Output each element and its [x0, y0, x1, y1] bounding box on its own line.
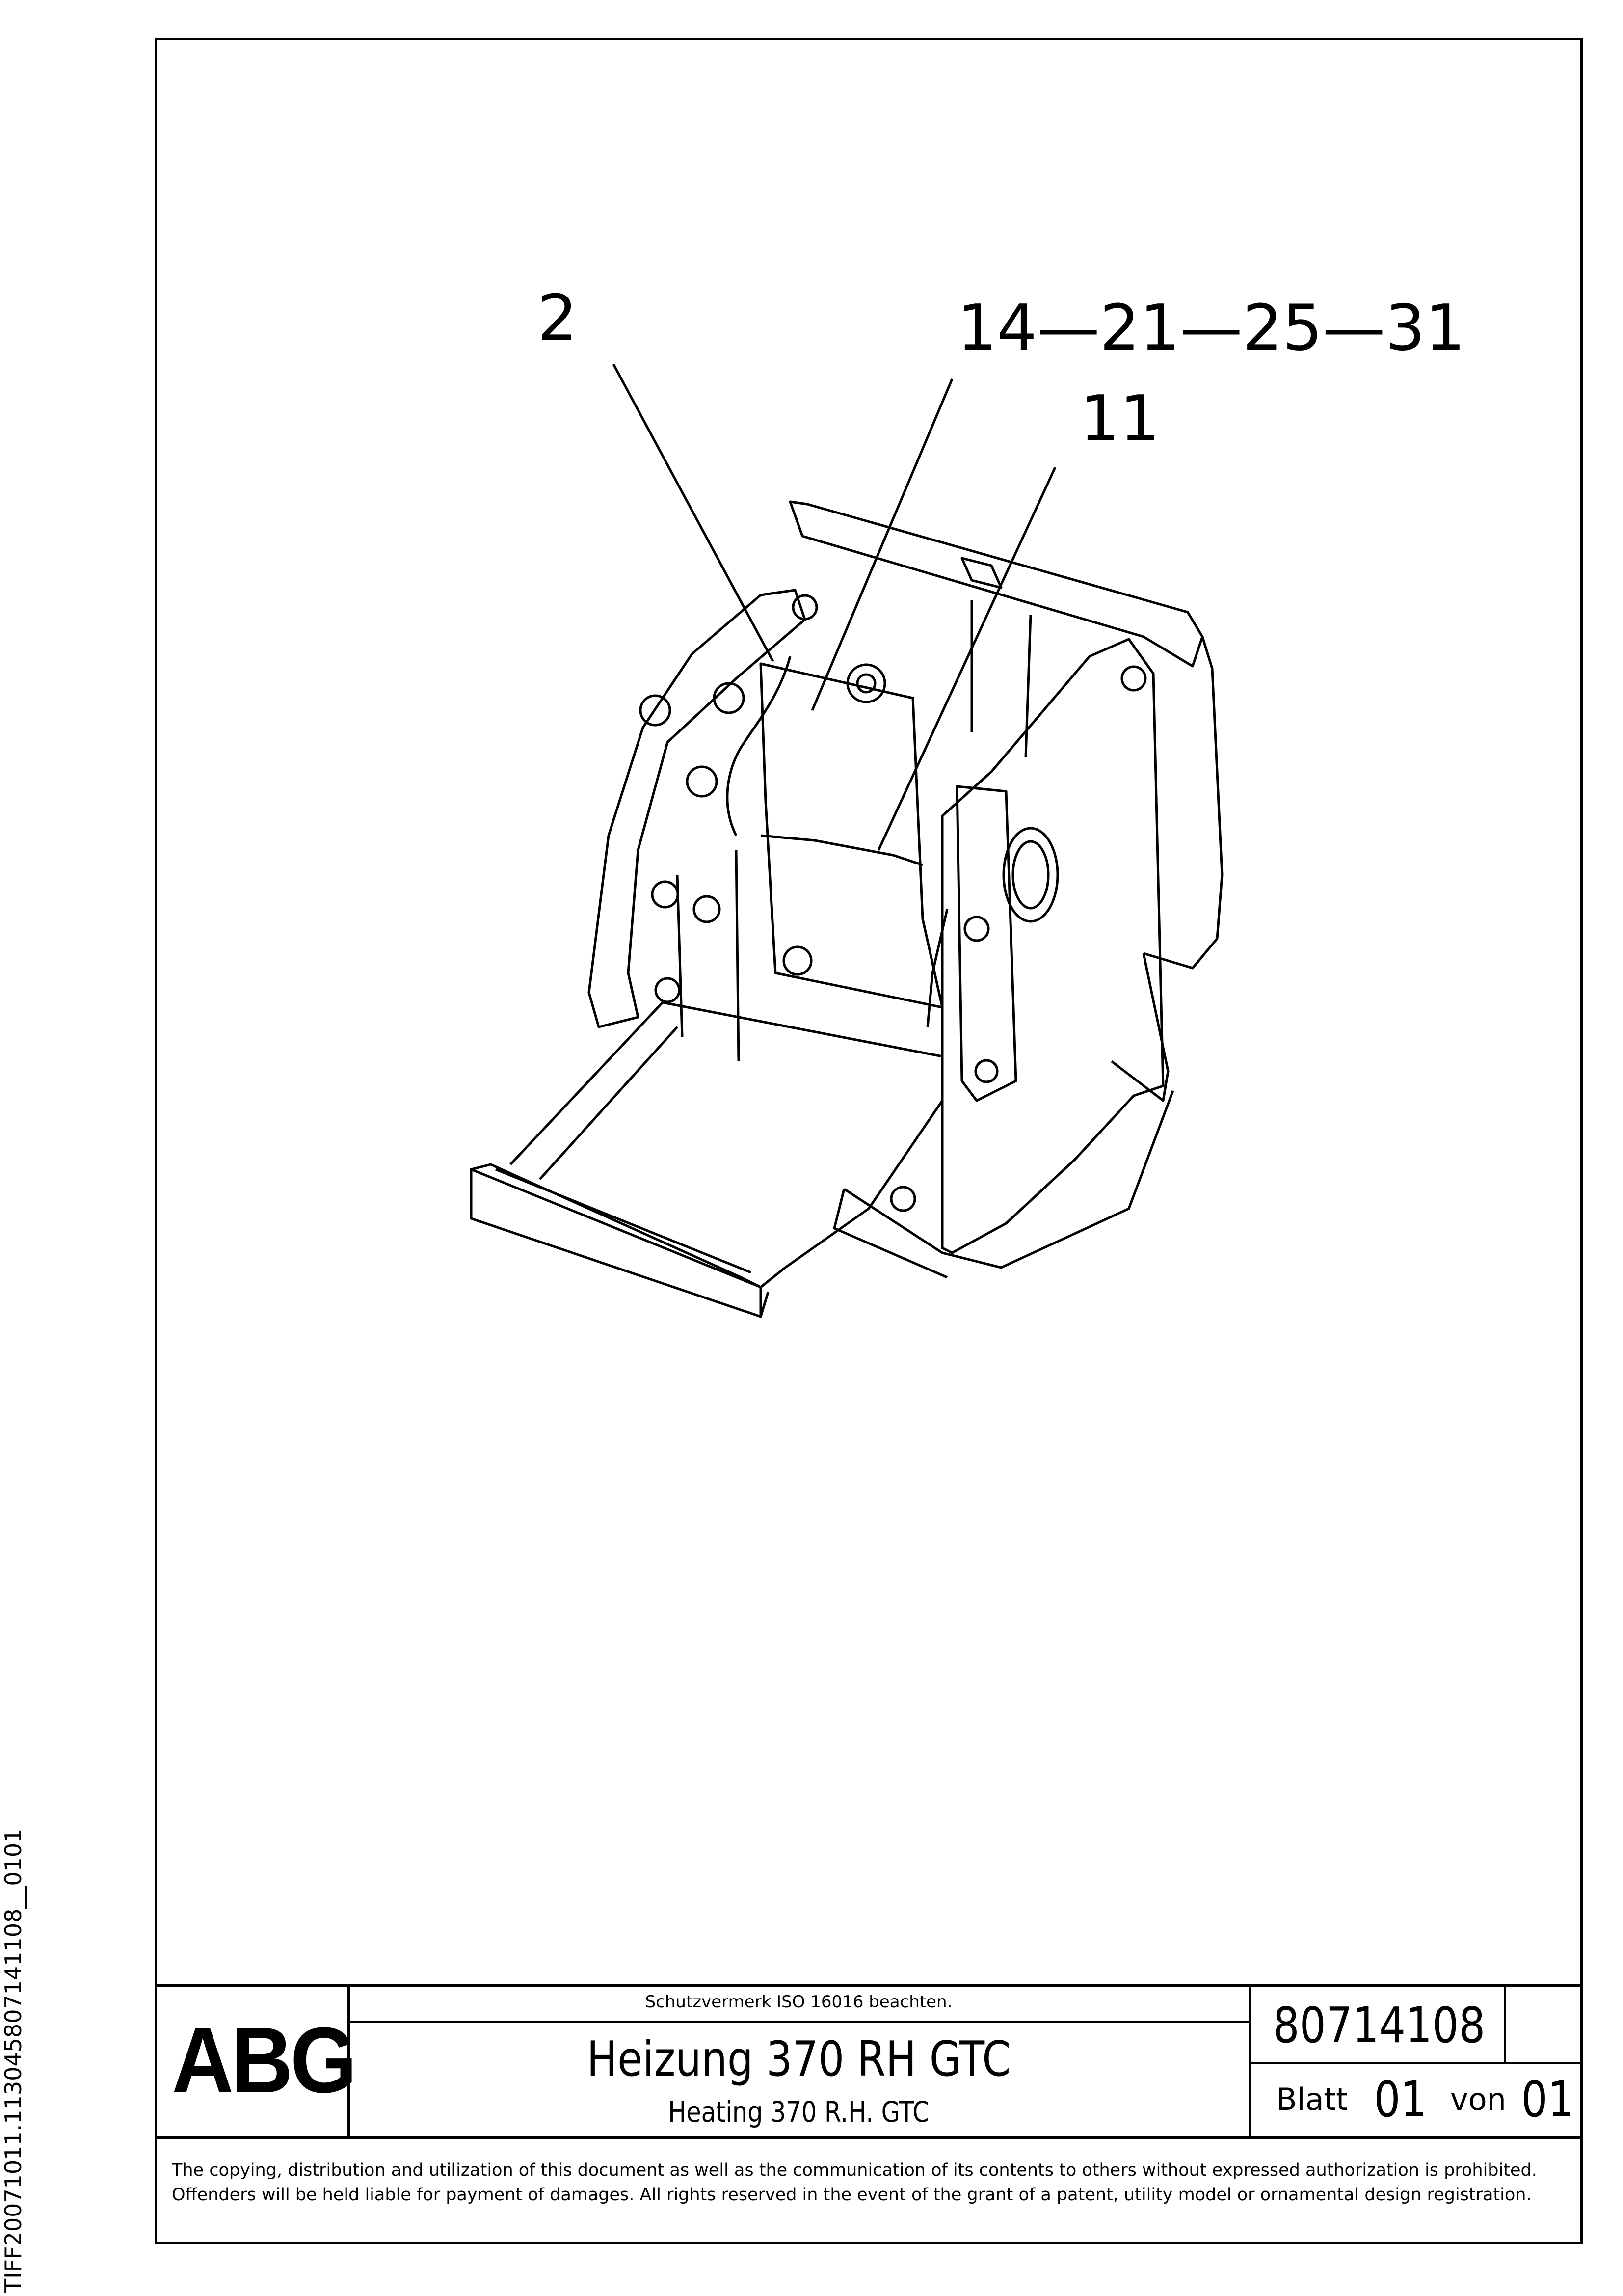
right-side-plate [941, 638, 1165, 1254]
base-plate [843, 1090, 1174, 1269]
titleblock-bottom-rule [155, 2136, 1583, 2139]
pipe-port-inner [1011, 840, 1050, 910]
bolt [651, 880, 679, 909]
rear-housing-foot [1111, 953, 1170, 1102]
title-divider [1249, 1984, 1251, 2137]
heating-assembly-linework [470, 363, 1224, 1318]
tray-edges [495, 1001, 751, 1274]
sheet-total: 01 [1521, 2071, 1574, 2128]
front-tray [470, 1001, 944, 1318]
bolt [963, 916, 990, 942]
bolt [1120, 665, 1147, 692]
drawing-frame [155, 38, 1583, 2244]
rear-housing [1143, 636, 1224, 970]
protection-note: Schutzvermerk ISO 16016 beachten. [645, 1992, 953, 2012]
bolt [639, 694, 671, 727]
rear-panel-edges [970, 600, 1032, 757]
callout-11: 11 [1080, 382, 1160, 456]
technical-drawing: 2 14—21—25—31 11 [157, 40, 1580, 1984]
handle-slot [960, 557, 1003, 589]
bolt [792, 594, 818, 621]
bolt [890, 1186, 916, 1212]
bolt [692, 895, 721, 923]
bolt [782, 945, 813, 976]
of-label: von [1450, 2081, 1506, 2117]
drawing-title-german: Heizung 370 RH GTC [586, 2031, 1011, 2087]
leader-line [877, 466, 1057, 851]
pipe-port [1002, 827, 1059, 923]
callout-2: 2 [537, 282, 577, 355]
top-cover [789, 500, 1204, 668]
logo-divider [347, 1984, 350, 2137]
docno-rule [1249, 2062, 1583, 2064]
bolt [974, 1059, 999, 1083]
front-bracket [956, 785, 1017, 1102]
sheet-label: Blatt [1276, 2081, 1348, 2117]
probe [926, 909, 949, 1027]
note-rule [347, 2021, 1251, 2023]
pipe [760, 834, 923, 866]
callout-14-21-25-31: 14—21—25—31 [957, 292, 1465, 365]
docno-box-divider [1504, 1984, 1506, 2063]
leader-line [811, 378, 954, 711]
titleblock-top-rule [155, 1984, 1583, 1987]
bolt [713, 682, 745, 714]
tray-lip [471, 1168, 762, 1317]
hose [726, 656, 792, 837]
bolt [654, 977, 681, 1003]
vertical-posts [676, 850, 740, 1062]
lifting-eye-hole [856, 673, 877, 694]
mounting-plate [759, 662, 944, 1009]
document-number: 80714108 [1273, 1997, 1486, 2054]
leader-line [612, 363, 774, 662]
file-code: TIFF20071011.113045807141108__0101 [0, 1828, 27, 2293]
left-frame-plate [587, 589, 806, 1028]
base-edge [833, 1189, 948, 1279]
valve-knob [686, 765, 718, 798]
sheet-number: 01 [1374, 2071, 1427, 2128]
assembly-illustration: 2 14—21—25—31 11 [470, 282, 1465, 1318]
lifting-eye [846, 663, 886, 703]
drawing-title-english: Heating 370 R.H. GTC [668, 2095, 930, 2129]
copyright-notice: The copying, distribution and utilizatio… [172, 2161, 1537, 2205]
abg-logo: ABG [172, 2008, 357, 2112]
